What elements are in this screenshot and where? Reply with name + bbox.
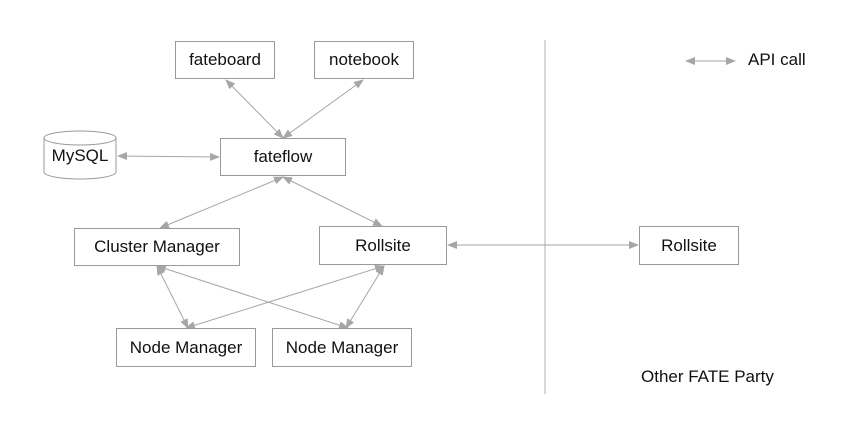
node-node-manager-1-label: Node Manager bbox=[129, 337, 243, 357]
node-notebook-label: notebook bbox=[329, 50, 399, 69]
node-fateboard: fateboard bbox=[175, 41, 275, 79]
edge-rollsite-node-manager-1 bbox=[185, 264, 385, 330]
node-node-manager-2-label: Node Manager bbox=[285, 337, 399, 357]
node-rollsite-local-label: Rollsite bbox=[355, 235, 411, 255]
edge-fateboard-fateflow bbox=[225, 79, 284, 139]
edge-cluster-manager-node-manager-1 bbox=[156, 265, 189, 329]
legend-label: API call bbox=[748, 50, 806, 69]
node-cluster-manager: Cluster Manager bbox=[74, 228, 240, 266]
edge-rollsite-node-manager-2 bbox=[345, 265, 385, 329]
node-fateboard-label: fateboard bbox=[189, 50, 261, 69]
edge-mysql-fateflow bbox=[117, 152, 220, 161]
node-rollsite-remote: Rollsite bbox=[639, 226, 739, 265]
node-fateflow: fateflow bbox=[220, 138, 346, 176]
node-mysql-label: MySQL bbox=[51, 146, 109, 165]
node-cluster-manager-label: Cluster Manager bbox=[94, 237, 220, 256]
other-party-label: Other FATE Party bbox=[641, 367, 774, 386]
edge-notebook-fateflow bbox=[282, 79, 364, 139]
node-fateflow-label: fateflow bbox=[253, 147, 313, 166]
edge-cluster-manager-node-manager-2 bbox=[156, 264, 349, 330]
node-node-manager-1: Node Manager bbox=[116, 328, 256, 367]
node-node-manager-2: Node Manager bbox=[272, 328, 412, 367]
edge-fateflow-cluster-manager bbox=[159, 176, 284, 229]
node-notebook: notebook bbox=[314, 41, 414, 79]
node-mysql: MySQL bbox=[43, 130, 117, 180]
edge-fateflow-rollsite bbox=[282, 176, 383, 227]
node-rollsite-local: Rollsite bbox=[319, 226, 447, 265]
database-icon bbox=[43, 130, 117, 180]
node-rollsite-remote-label: Rollsite bbox=[661, 235, 717, 255]
